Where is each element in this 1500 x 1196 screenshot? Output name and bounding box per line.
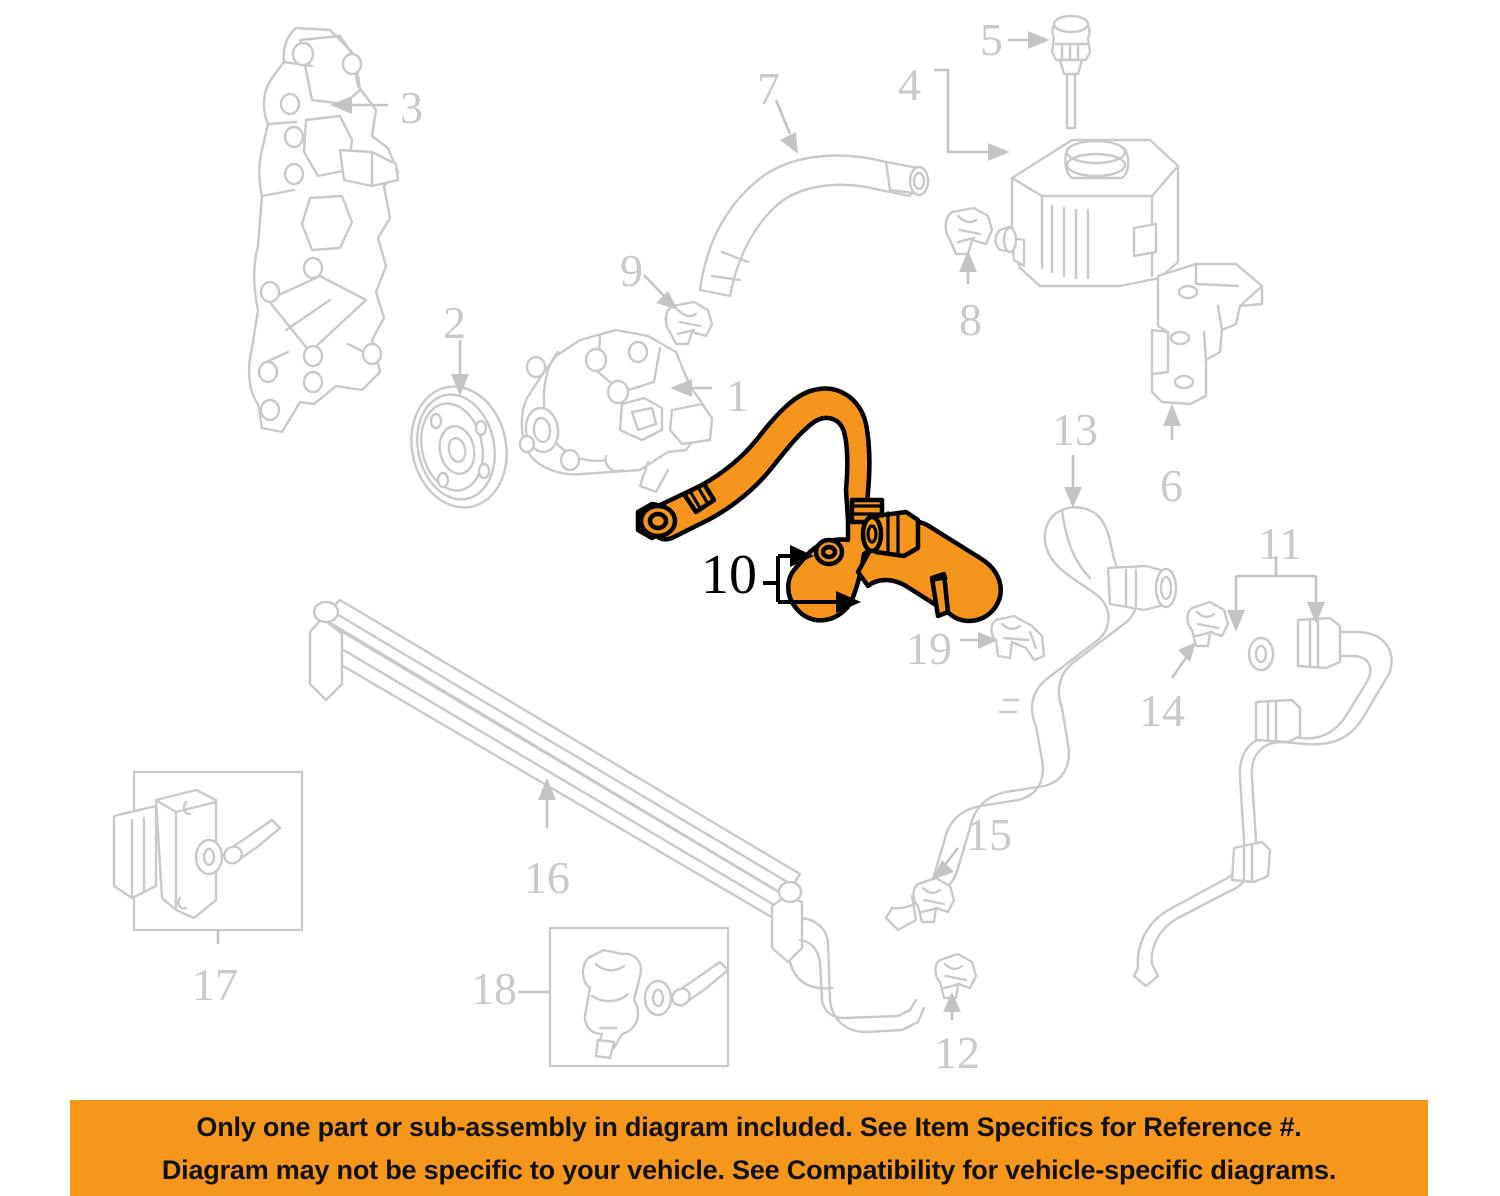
part-hose-clip-19: [990, 614, 1046, 662]
part-box-17: [112, 770, 304, 944]
part-mounting-bracket: [247, 26, 400, 434]
callout-label-10: 10: [701, 544, 757, 606]
part-reservoir-bracket: [1150, 262, 1264, 406]
callout-label-5: 5: [980, 14, 1003, 65]
leader-9: [643, 274, 678, 310]
part-suction-hose: [698, 154, 930, 298]
callout-label-1: 1: [726, 370, 749, 421]
part-return-hose: [884, 506, 1178, 932]
callout-label-11: 11: [1258, 518, 1303, 569]
leader-10: [763, 545, 861, 613]
part-pressure-hose-highlighted: [635, 386, 1003, 624]
callout-label-19: 19: [906, 623, 952, 674]
callout-label-4: 4: [898, 59, 921, 110]
leader-3: [330, 96, 388, 114]
part-hose-11: [1132, 616, 1393, 988]
callout-label-15: 15: [966, 809, 1012, 860]
leader-5: [1008, 31, 1050, 49]
part-o-ring-11: [1247, 636, 1275, 672]
leader-8: [959, 250, 977, 284]
notice-line-1: Only one part or sub-assembly in diagram…: [196, 1112, 1302, 1142]
callout-label-3: 3: [400, 82, 423, 133]
leader-19: [960, 632, 998, 649]
callout-label-9: 9: [620, 245, 643, 296]
leader-4: [934, 68, 1010, 161]
callout-label-7: 7: [757, 63, 780, 114]
part-hose-clamp-9: [664, 300, 714, 346]
part-reservoir-cap-dipstick: [1050, 14, 1092, 130]
part-hose-clamp-14: [1186, 600, 1230, 648]
callout-label-14: 14: [1139, 685, 1185, 736]
leader-14: [1170, 642, 1196, 679]
leader-11: [1227, 556, 1325, 632]
part-hose-clamp-15: [912, 876, 956, 924]
part-power-steering-pump: [518, 328, 714, 494]
callout-label-13: 13: [1052, 404, 1098, 455]
part-pump-pulley: [410, 385, 508, 509]
leader-12: [943, 992, 961, 1020]
callout-label-12: 12: [934, 1027, 980, 1078]
part-hose-clamp-12: [934, 952, 978, 1000]
part-box-18: [518, 926, 730, 1068]
part-oil-cooler: [308, 598, 926, 1034]
leader-6: [1163, 404, 1181, 440]
leader-13: [1064, 455, 1082, 508]
callout-label-18: 18: [471, 963, 517, 1014]
leader-7: [774, 99, 798, 154]
callout-label-2: 2: [443, 297, 466, 348]
part-hose-clamp-8: [944, 206, 994, 256]
leader-15: [932, 847, 960, 880]
callout-label-17: 17: [192, 959, 238, 1010]
part-reservoir: [994, 138, 1180, 288]
leader-16: [538, 778, 556, 828]
diagram-notice-banner: Only one part or sub-assembly in diagram…: [70, 1100, 1428, 1196]
callout-label-16: 16: [524, 852, 570, 903]
notice-line-2: Diagram may not be specific to your vehi…: [161, 1155, 1337, 1185]
callout-label-8: 8: [959, 294, 982, 345]
callout-label-6: 6: [1160, 460, 1183, 511]
leader-2: [451, 340, 469, 396]
leader-1: [670, 379, 712, 397]
